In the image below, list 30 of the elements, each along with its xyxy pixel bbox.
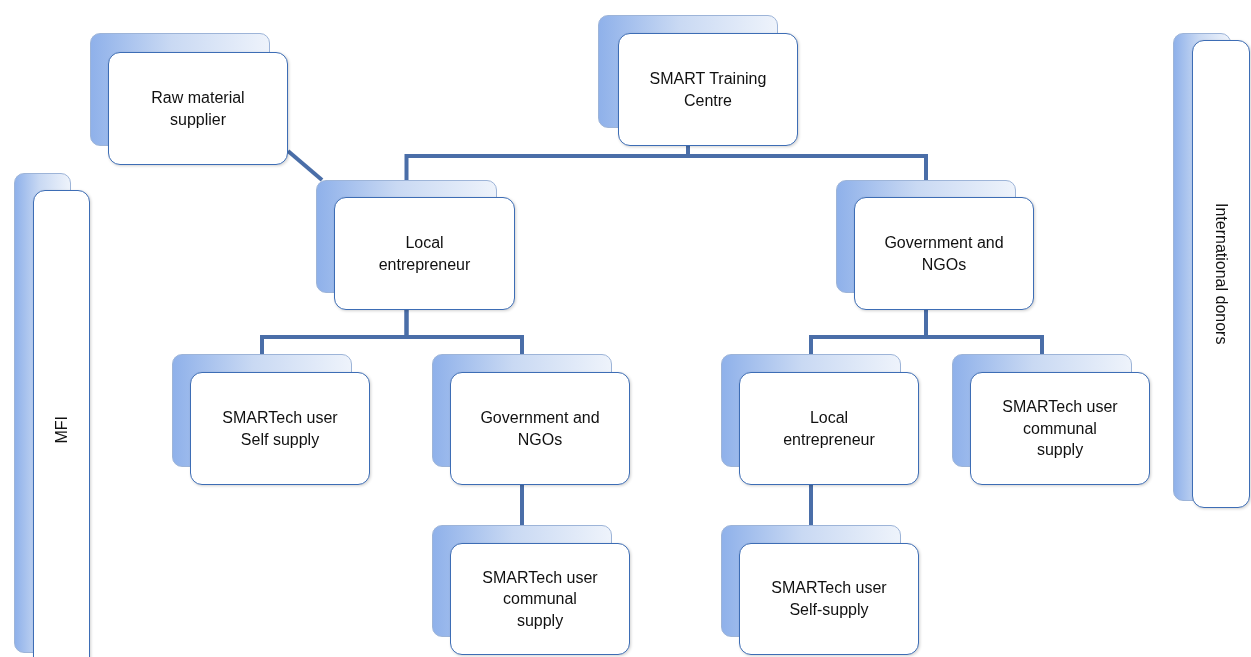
connector-line — [924, 310, 1044, 354]
stacked-card-node — [721, 354, 919, 485]
node-label: Local entrepreneur — [782, 407, 876, 450]
stacked-card-node — [721, 525, 919, 655]
stacked-card-node — [432, 525, 630, 655]
node-label: Local entrepreneur — [377, 232, 472, 275]
node-label: SMARTech user communal supply — [481, 567, 599, 631]
node-label: SMARTech user Self-supply — [770, 578, 888, 620]
stacked-card-node — [90, 33, 288, 165]
node-label: International donors — [1211, 203, 1231, 345]
stacked-card-node — [1173, 33, 1250, 508]
stacked-card-node — [172, 354, 370, 485]
node-label: MFI — [51, 416, 71, 444]
connector-line — [404, 310, 524, 354]
stacked-card-node — [836, 180, 1034, 310]
node-label: Raw material supplier — [150, 87, 246, 130]
stacked-card-node — [952, 354, 1150, 485]
connector-line — [520, 485, 524, 525]
stacked-card-node — [14, 173, 90, 657]
node-label: SMART Training Centre — [648, 68, 768, 111]
stacked-card-node — [598, 15, 798, 146]
node-label: Government and NGOs — [479, 407, 601, 450]
stacked-card-node — [316, 180, 515, 310]
node-label: SMARTech user Self supply — [221, 407, 339, 450]
connector-line — [809, 485, 813, 525]
connector-line — [686, 146, 928, 180]
node-label: SMARTech user communal supply — [1001, 397, 1119, 461]
connector-line — [286, 149, 324, 182]
node-label: Government and NGOs — [883, 232, 1005, 275]
stacked-card-node — [432, 354, 630, 485]
